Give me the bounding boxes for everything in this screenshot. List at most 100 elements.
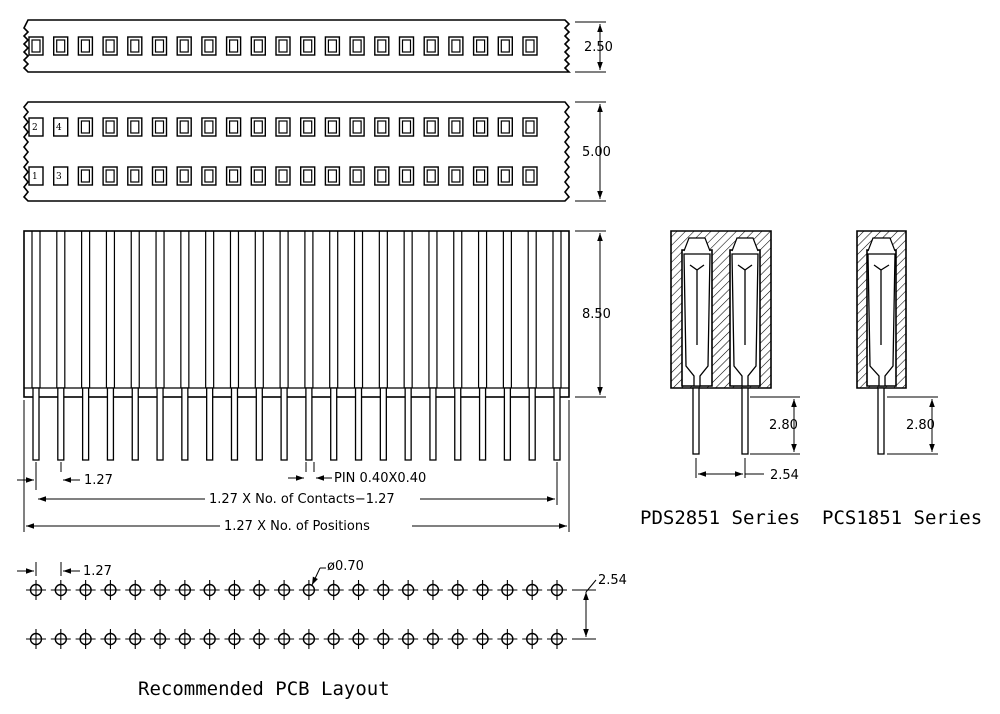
dim-side-pitch: 1.27 — [84, 473, 113, 488]
socket-cell — [77, 36, 94, 56]
dim-contacts: 1.27 X No. of Contacts−1.27 — [209, 492, 395, 507]
pcb-hole — [50, 580, 71, 600]
side-pin — [330, 387, 338, 461]
pcs-contact — [867, 253, 896, 387]
pcb-hole — [348, 629, 369, 649]
side-pin — [156, 387, 164, 461]
socket-cell — [324, 36, 341, 56]
side-pin — [81, 387, 90, 461]
single-row-cells — [28, 36, 538, 56]
pcb-hole — [26, 629, 46, 649]
socket-cell — [324, 117, 341, 137]
socket-cell — [522, 36, 538, 56]
socket-cell — [28, 36, 44, 56]
side-pin — [255, 387, 263, 461]
side-pin — [106, 387, 115, 461]
pcb-hole — [422, 629, 443, 649]
pcb-hole — [249, 629, 270, 649]
side-pin — [454, 387, 462, 461]
pcb-hole — [100, 629, 121, 649]
socket-cell — [448, 166, 464, 186]
side-pin — [478, 387, 487, 461]
pcb-hole — [547, 629, 567, 649]
socket-cell — [102, 117, 118, 137]
pcb-hole — [224, 580, 245, 600]
socket-cell — [225, 36, 242, 56]
socket-cell — [349, 36, 365, 56]
pcb-hole — [497, 580, 518, 600]
socket-cell — [275, 36, 291, 56]
pds-dim-tail: 2.80 — [769, 418, 798, 433]
pcb-hole — [224, 629, 245, 649]
pds-entry-right — [731, 237, 759, 252]
socket-cell — [102, 166, 118, 186]
pin-number-4: 4 — [56, 123, 62, 133]
socket-cell — [522, 166, 538, 186]
side-pin — [528, 387, 536, 461]
socket-cell — [250, 166, 267, 186]
socket-cell — [102, 36, 118, 56]
socket-cell — [349, 166, 365, 186]
socket-cell — [127, 166, 143, 186]
side-pin — [280, 387, 288, 461]
socket-cell — [300, 117, 316, 137]
section-pcs1851: 2.80 PCS1851 Series — [822, 230, 982, 529]
pcb-hole — [199, 580, 220, 600]
pcb-hole — [398, 580, 419, 600]
pcb-hole — [26, 580, 46, 600]
socket-cell — [398, 117, 415, 137]
socket-cell — [275, 117, 291, 137]
socket-cell — [127, 117, 143, 137]
socket-cell-numbered — [53, 166, 69, 186]
side-body — [23, 230, 570, 398]
pcb-hole — [547, 580, 567, 600]
pds-contact-left — [683, 253, 711, 387]
pds-caption: PDS2851 Series — [640, 507, 800, 529]
side-pin — [131, 387, 139, 461]
pcb-hole — [174, 580, 195, 600]
socket-cell — [497, 166, 513, 186]
pcs-entry — [867, 237, 896, 252]
pcb-dim-pitch: 1.27 — [83, 564, 112, 579]
socket-cell-numbered — [28, 166, 44, 186]
side-pin — [503, 387, 512, 461]
socket-cell — [127, 36, 143, 56]
pcb-hole — [472, 629, 493, 649]
socket-cell — [225, 117, 242, 137]
top-view-single-row: 2.50 — [22, 19, 613, 73]
pcb-hole — [125, 580, 146, 600]
socket-cell — [472, 117, 489, 137]
socket-cell — [497, 36, 513, 56]
side-pin — [32, 387, 40, 461]
dim-single-height: 2.50 — [584, 40, 613, 55]
pcb-caption: Recommended PCB Layout — [138, 678, 390, 700]
socket-cell — [275, 166, 291, 186]
socket-cell — [423, 36, 439, 56]
dim-positions: 1.27 X No. of Positions — [224, 519, 370, 534]
pcb-hole — [50, 629, 71, 649]
side-pin — [553, 387, 561, 461]
single-row-outline — [22, 19, 571, 73]
pcb-hole — [150, 580, 171, 600]
socket-cell — [176, 117, 192, 137]
socket-cell-numbered — [53, 117, 69, 137]
socket-cell — [398, 166, 415, 186]
socket-cell — [374, 117, 390, 137]
pcb-dim-row: 2.54 — [598, 573, 627, 588]
socket-cell-numbered — [28, 117, 44, 137]
socket-cell — [151, 117, 168, 137]
side-pin — [429, 387, 437, 461]
socket-cell — [349, 117, 365, 137]
socket-cell — [374, 36, 390, 56]
pcs-tail — [877, 387, 885, 455]
socket-cell — [250, 36, 267, 56]
socket-cell — [300, 166, 316, 186]
section-pds2851: 2.80 2.54 PDS2851 Series — [640, 230, 800, 529]
socket-cell — [151, 36, 168, 56]
dim-pin-size: PIN 0.40X0.40 — [334, 471, 426, 486]
dim-body-height: 8.50 — [582, 307, 611, 322]
socket-cell — [77, 166, 94, 186]
socket-cell — [423, 166, 439, 186]
pin-number-2: 2 — [32, 123, 38, 133]
pcb-hole — [125, 629, 146, 649]
